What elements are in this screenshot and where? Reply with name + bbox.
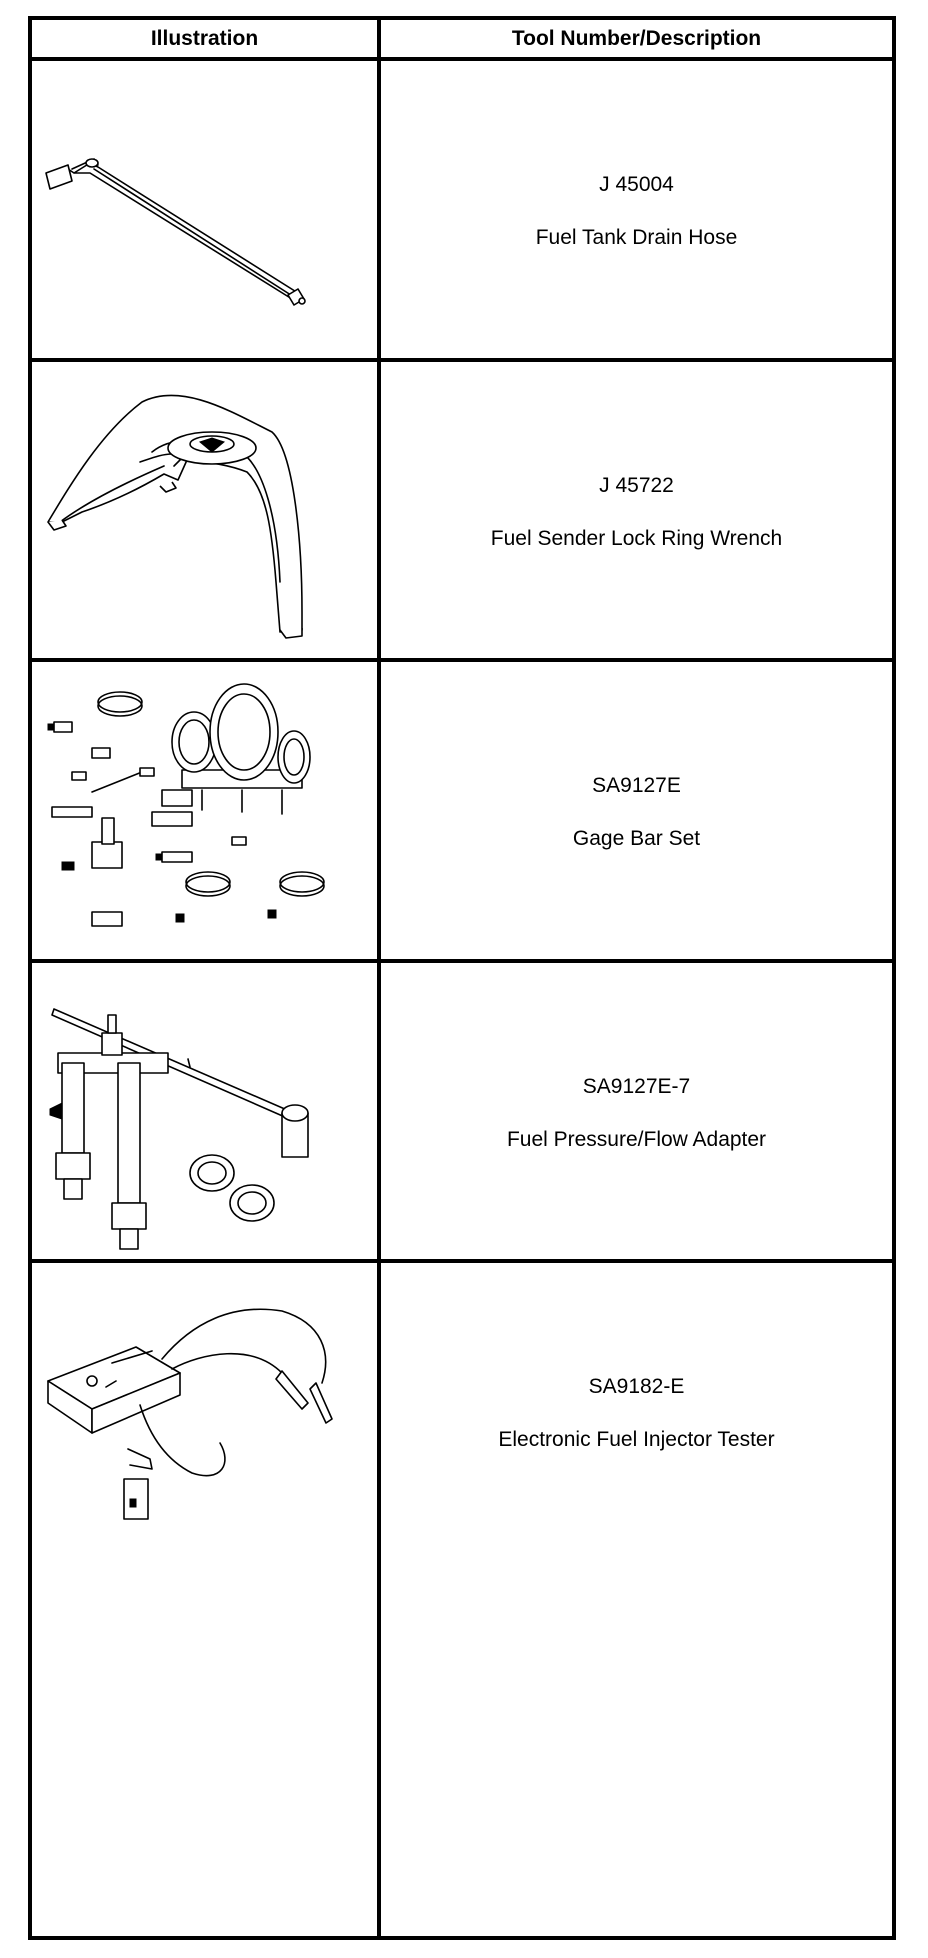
table-row: J 45722 Fuel Sender Lock Ring Wrench (32, 362, 892, 662)
tool-description: Fuel Tank Drain Hose (535, 226, 738, 249)
gage-bar-set-icon (32, 662, 377, 959)
tool-number: J 45722 (599, 474, 674, 497)
tool-number: J 45004 (599, 173, 674, 196)
tool-description: Fuel Sender Lock Ring Wrench (490, 527, 783, 550)
table-row: SA9127E-7 Fuel Pressure/Flow Adapter (32, 963, 892, 1263)
tool-number: SA9182-E (588, 1375, 685, 1398)
table-row: SA9127E Gage Bar Set (32, 662, 892, 963)
tool-number: SA9127E (592, 774, 681, 797)
lock-ring-wrench-icon (32, 362, 377, 658)
header-tool-number: Tool Number/Description (511, 27, 762, 50)
table-row: SA9182-E Electronic Fuel Injector Tester (32, 1263, 892, 1936)
tool-number: SA9127E-7 (582, 1075, 691, 1098)
tool-table: Illustration Tool Number/Description J 4… (28, 16, 896, 1940)
pressure-flow-adapter-icon (32, 963, 377, 1259)
tool-description: Electronic Fuel Injector Tester (498, 1428, 775, 1451)
injector-tester-icon (32, 1263, 377, 1559)
drain-hose-icon (32, 61, 377, 358)
tool-description: Gage Bar Set (572, 827, 701, 850)
table-header: Illustration Tool Number/Description (32, 20, 892, 61)
tool-description: Fuel Pressure/Flow Adapter (506, 1128, 767, 1151)
header-illustration: Illustration (150, 27, 259, 50)
column-divider (377, 20, 381, 1936)
table-row: J 45004 Fuel Tank Drain Hose (32, 61, 892, 362)
